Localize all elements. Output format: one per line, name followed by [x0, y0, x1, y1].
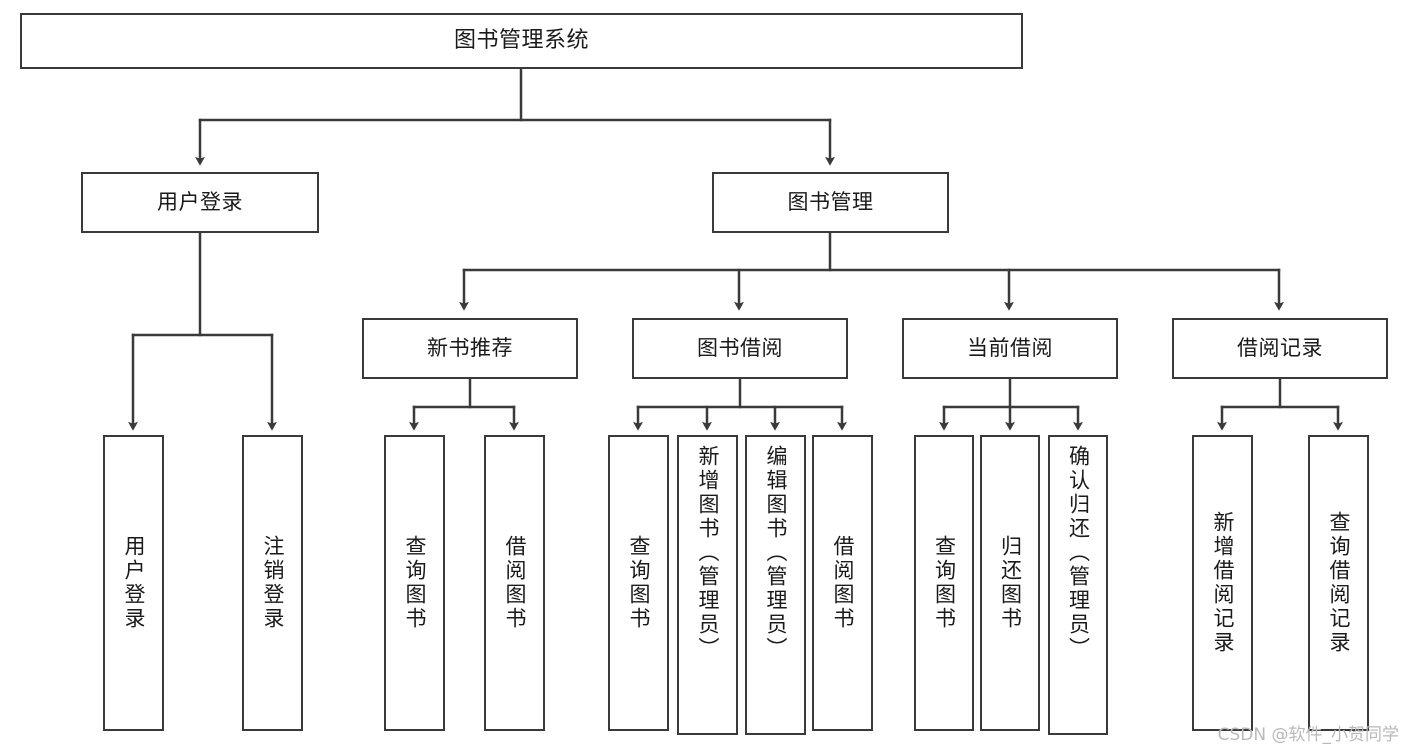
node-label: 查询图书 [403, 535, 427, 631]
leaf-return-book[interactable]: 归还图书 [980, 435, 1040, 731]
node-label: 图书借阅 [697, 336, 783, 361]
node-book-borrow[interactable]: 图书借阅 [632, 318, 848, 379]
node-label: 注销登录 [261, 535, 285, 631]
node-label: 借阅图书 [503, 535, 527, 631]
node-label: 查询图书 [932, 535, 957, 631]
node-label: 用户登录 [157, 190, 243, 215]
node-root-system[interactable]: 图书管理系统 [20, 13, 1023, 69]
leaf-query-borrow-record[interactable]: 查询借阅记录 [1308, 435, 1369, 731]
csdn-watermark: CSDN @软件_小贺同学 [1217, 725, 1399, 745]
node-label: 确认归还（管理员） [1066, 445, 1091, 661]
node-label: 图书管理系统 [453, 28, 589, 54]
node-label: 新书推荐 [427, 336, 513, 361]
node-label: 新增图书（管理员） [696, 445, 720, 661]
node-book-management[interactable]: 图书管理 [712, 172, 949, 233]
leaf-borrow-book-borrow[interactable]: 借阅图书 [812, 435, 873, 731]
node-new-book-recommend[interactable]: 新书推荐 [362, 318, 578, 379]
leaf-user-login[interactable]: 用户登录 [103, 435, 164, 731]
leaf-query-book-recommend[interactable]: 查询图书 [384, 435, 445, 731]
node-label: 编辑图书（管理员） [764, 445, 788, 661]
node-label: 查询借阅记录 [1327, 511, 1351, 655]
node-label: 图书管理 [787, 190, 874, 215]
node-label: 归还图书 [998, 535, 1023, 631]
node-label: 查询图书 [627, 535, 651, 631]
leaf-add-book[interactable]: 新增图书（管理员） [677, 435, 738, 735]
node-current-borrow[interactable]: 当前借阅 [902, 318, 1118, 379]
leaf-borrow-book-recommend[interactable]: 借阅图书 [484, 435, 545, 731]
leaf-query-book-borrow[interactable]: 查询图书 [608, 435, 669, 731]
node-user-login[interactable]: 用户登录 [81, 172, 319, 233]
leaf-confirm-return[interactable]: 确认归还（管理员） [1048, 435, 1108, 735]
leaf-query-book-current[interactable]: 查询图书 [914, 435, 974, 731]
leaf-edit-book[interactable]: 编辑图书（管理员） [745, 435, 806, 735]
node-label: 新增借阅记录 [1211, 511, 1235, 655]
node-borrow-record[interactable]: 借阅记录 [1172, 318, 1388, 379]
leaf-add-borrow-record[interactable]: 新增借阅记录 [1192, 435, 1253, 731]
leaf-logout-login[interactable]: 注销登录 [242, 435, 303, 731]
node-label: 借阅图书 [831, 535, 855, 631]
node-label: 用户登录 [122, 535, 146, 631]
node-label: 当前借阅 [967, 336, 1053, 361]
node-label: 借阅记录 [1237, 336, 1323, 361]
